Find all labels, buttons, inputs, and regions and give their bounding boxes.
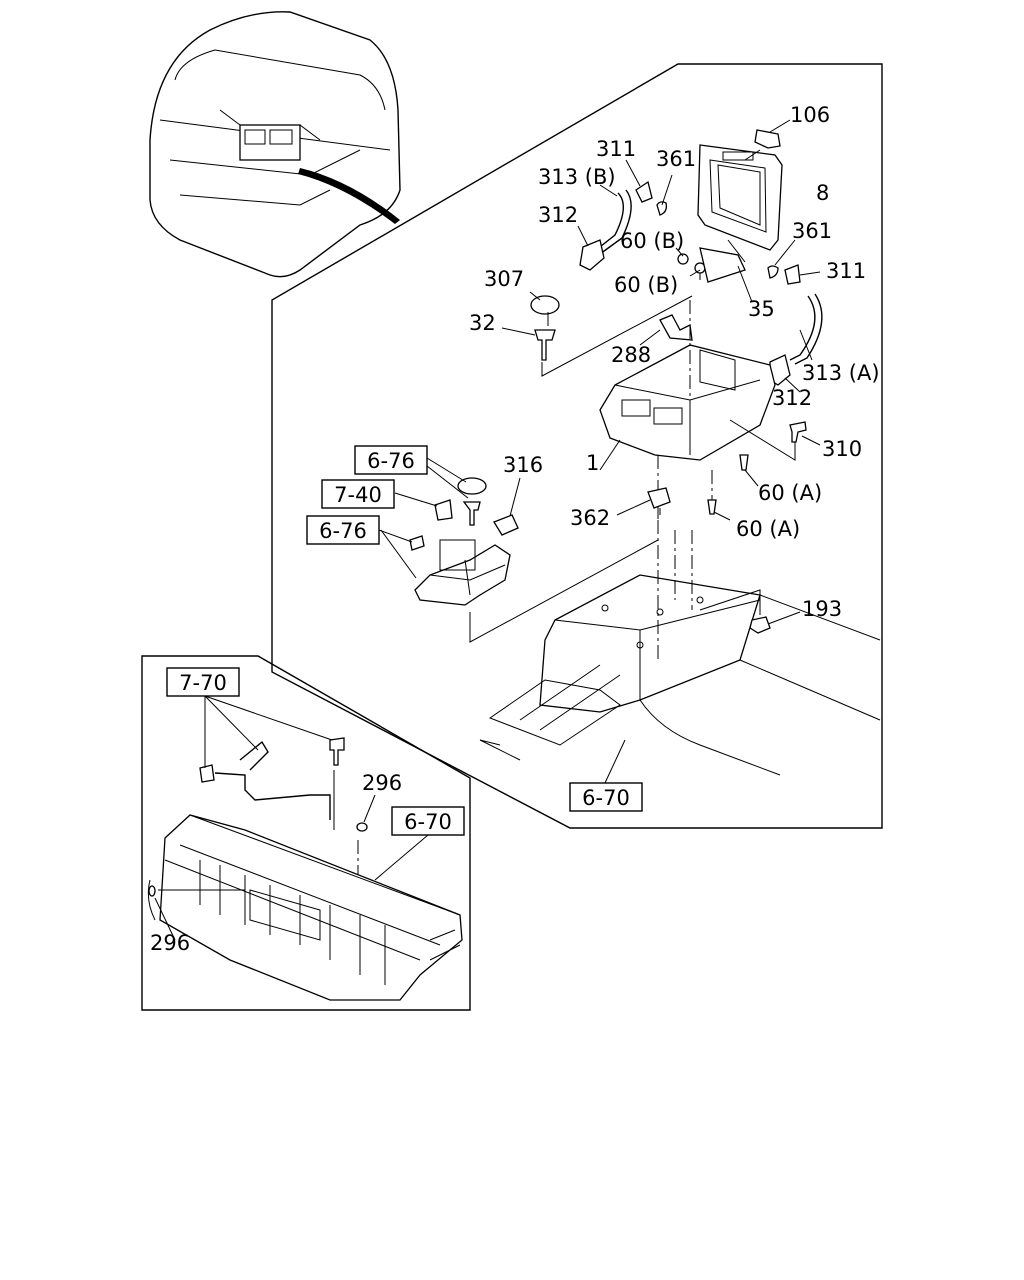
label-310: 310: [822, 437, 862, 461]
label-1: 1: [586, 451, 599, 475]
inset-frame: [141, 655, 471, 1011]
cab-overview-illustration: [149, 11, 401, 278]
label-312: 312: [538, 203, 578, 227]
label-316: 316: [503, 453, 543, 477]
label-311: 311: [596, 137, 636, 161]
label-307: 307: [484, 267, 524, 291]
label-296: 296: [362, 771, 402, 795]
floor-panel: [147, 814, 463, 1001]
label-60a: 60 (A): [736, 517, 800, 541]
label-361: 361: [656, 147, 696, 171]
ref-7-40: 7-40: [334, 483, 382, 507]
label-35: 35: [748, 297, 775, 321]
ref-6-76: 6-76: [319, 519, 367, 543]
label-311: 311: [826, 259, 866, 283]
label-362: 362: [570, 506, 610, 530]
shifter-bracket: [414, 539, 511, 606]
label-60b: 60 (B): [620, 229, 684, 253]
label-60b: 60 (B): [614, 273, 678, 297]
label-60a: 60 (A): [758, 481, 822, 505]
ref-6-70: 6-70: [404, 810, 452, 834]
label-8: 8: [816, 181, 829, 205]
label-288: 288: [611, 343, 651, 367]
label-361: 361: [792, 219, 832, 243]
ref-6-76: 6-76: [367, 449, 415, 473]
part-labels: 106 311 361 313 (B) 8 312 60 (B) 361 60 …: [150, 103, 880, 955]
label-296: 296: [150, 931, 190, 955]
clip-106: [754, 129, 781, 149]
panel-bezel: [697, 144, 783, 251]
label-312: 312: [772, 386, 812, 410]
main-frame: [271, 63, 883, 829]
label-193: 193: [802, 597, 842, 621]
label-313a: 313 (A): [802, 361, 880, 385]
label-313b: 313 (B): [538, 165, 616, 189]
ref-6-70: 6-70: [582, 786, 630, 810]
wire-harness: [199, 737, 345, 830]
label-106: 106: [790, 103, 830, 127]
lower-console-assembly: [479, 574, 881, 776]
label-32: 32: [469, 311, 496, 335]
ref-7-70: 7-70: [179, 671, 227, 695]
reference-labels: 6-76 7-40 6-76 7-70 6-70 6-70: [166, 445, 643, 836]
